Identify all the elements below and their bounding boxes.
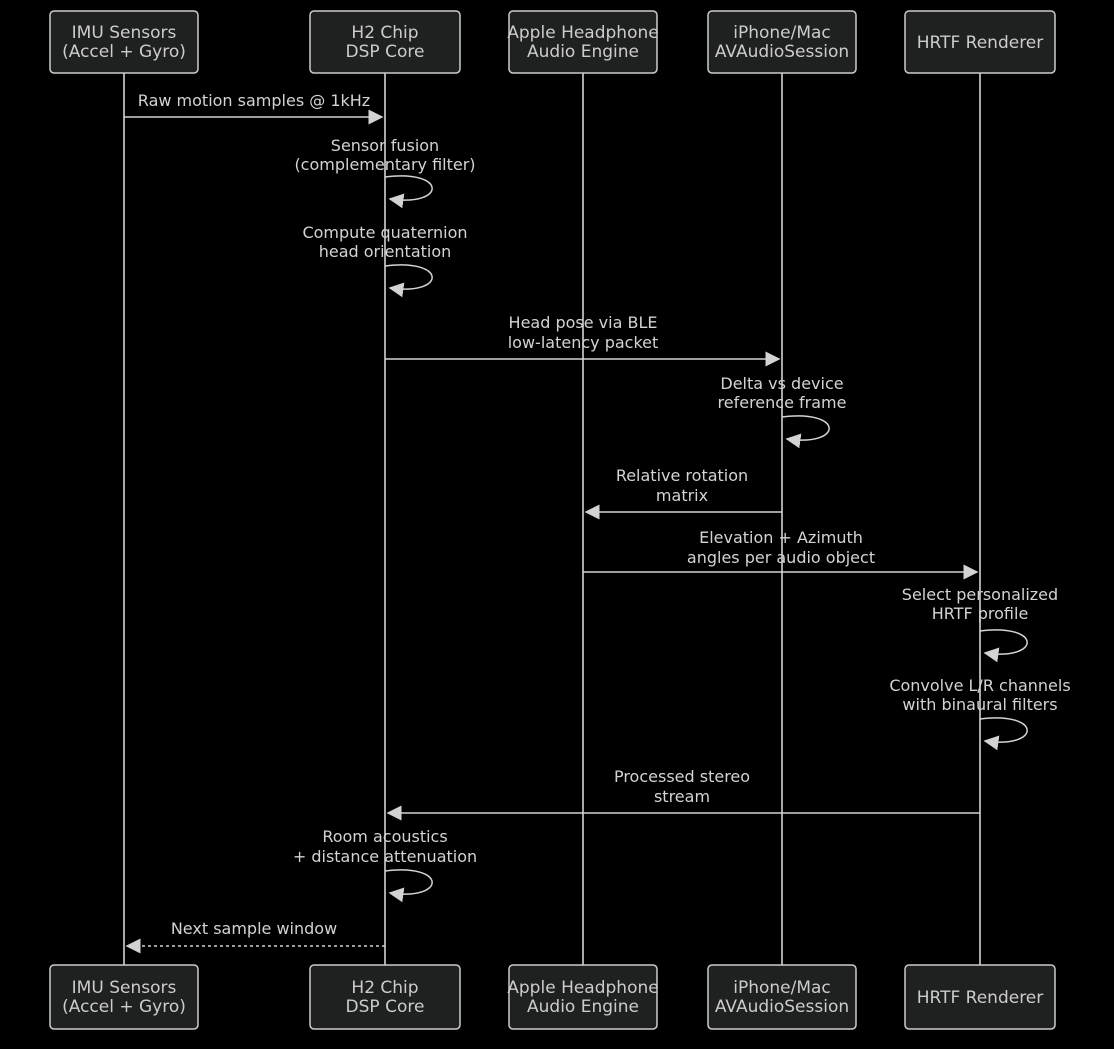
msg-head-pose-ble: Head pose via BLE low-latency packet bbox=[385, 313, 781, 367]
self-msg-sensor-fusion: Sensor fusion (complementary filter) bbox=[294, 136, 476, 209]
message-label: Delta vs device bbox=[720, 374, 843, 393]
actor-label: IMU Sensors bbox=[72, 23, 177, 43]
msg-raw-motion-samples: Raw motion samples @ 1kHz bbox=[124, 91, 384, 125]
actor-top-engine: Apple Headphone Audio Engine bbox=[507, 10, 659, 74]
message-label: (complementary filter) bbox=[294, 155, 475, 174]
msg-elevation-azimuth: Elevation + Azimuth angles per audio obj… bbox=[583, 528, 979, 580]
actor-label: Audio Engine bbox=[527, 997, 639, 1017]
actor-bottom-h2: H2 Chip DSP Core bbox=[309, 964, 461, 1030]
message-label: reference frame bbox=[718, 393, 847, 412]
actor-box bbox=[707, 964, 857, 1030]
actor-label: DSP Core bbox=[346, 42, 425, 62]
message-label: Head pose via BLE bbox=[509, 313, 658, 332]
actor-box bbox=[508, 10, 658, 74]
message-label: Next sample window bbox=[171, 919, 337, 938]
message-label: stream bbox=[654, 787, 710, 806]
self-loop-arrow bbox=[979, 629, 1028, 663]
message-label: Relative rotation bbox=[616, 466, 748, 485]
message-label: angles per audio object bbox=[687, 548, 875, 567]
message-label: + distance attenuation bbox=[293, 847, 477, 866]
message-label: Processed stereo bbox=[614, 767, 750, 786]
actor-label: iPhone/Mac bbox=[733, 23, 831, 43]
actor-box bbox=[707, 10, 857, 74]
actor-label: H2 Chip bbox=[351, 978, 418, 998]
message-label: Select personalized bbox=[902, 585, 1058, 604]
actor-label: iPhone/Mac bbox=[733, 978, 831, 998]
self-loop-arrow bbox=[384, 175, 433, 209]
actor-box bbox=[508, 964, 658, 1030]
actor-box bbox=[49, 964, 199, 1030]
actor-label: Apple Headphone bbox=[507, 23, 658, 43]
actor-label: (Accel + Gyro) bbox=[62, 42, 186, 62]
message-label: Room acoustics bbox=[322, 827, 447, 846]
self-loop-arrow bbox=[384, 869, 433, 903]
message-label: Elevation + Azimuth bbox=[699, 528, 863, 547]
self-msg-delta-reference-frame: Delta vs device reference frame bbox=[718, 374, 847, 449]
actor-label: AVAudioSession bbox=[715, 42, 849, 62]
self-msg-compute-quaternion: Compute quaternion head orientation bbox=[302, 223, 468, 298]
actor-bottom-hrtf: HRTF Renderer bbox=[904, 964, 1056, 1030]
actor-top-avsession: iPhone/Mac AVAudioSession bbox=[707, 10, 857, 74]
actor-box bbox=[309, 10, 461, 74]
message-label: Convolve L/R channels bbox=[889, 676, 1070, 695]
message-label: matrix bbox=[656, 486, 708, 505]
msg-processed-stereo-stream: Processed stereo stream bbox=[386, 767, 980, 821]
self-msg-convolve-channels: Convolve L/R channels with binaural filt… bbox=[889, 676, 1071, 751]
actor-label: Audio Engine bbox=[527, 42, 639, 62]
self-loop-arrow bbox=[781, 415, 830, 449]
msg-next-sample-window: Next sample window bbox=[125, 919, 385, 954]
actor-bottom-engine: Apple Headphone Audio Engine bbox=[507, 964, 659, 1030]
actor-box bbox=[49, 10, 199, 74]
self-msg-room-acoustics: Room acoustics + distance attenuation bbox=[293, 827, 477, 903]
message-label: Raw motion samples @ 1kHz bbox=[138, 91, 370, 110]
actor-box bbox=[904, 964, 1056, 1030]
message-label: low-latency packet bbox=[508, 333, 659, 352]
self-loop-arrow bbox=[979, 717, 1028, 751]
actor-bottom-avsession: iPhone/Mac AVAudioSession bbox=[707, 964, 857, 1030]
self-loop-arrow bbox=[384, 264, 433, 298]
message-label: head orientation bbox=[319, 242, 452, 261]
message-label: Compute quaternion bbox=[302, 223, 467, 242]
actor-box bbox=[904, 10, 1056, 74]
actor-top-imu: IMU Sensors (Accel + Gyro) bbox=[49, 10, 199, 74]
actor-bottom-imu: IMU Sensors (Accel + Gyro) bbox=[49, 964, 199, 1030]
self-msg-select-hrtf-profile: Select personalized HRTF profile bbox=[902, 585, 1058, 663]
actor-label: IMU Sensors bbox=[72, 978, 177, 998]
actor-top-hrtf: HRTF Renderer bbox=[904, 10, 1056, 74]
actor-label: HRTF Renderer bbox=[917, 988, 1044, 1008]
actor-top-h2: H2 Chip DSP Core bbox=[309, 10, 461, 74]
actor-label: DSP Core bbox=[346, 997, 425, 1017]
actor-box bbox=[309, 964, 461, 1030]
message-label: HRTF profile bbox=[932, 604, 1029, 623]
actor-label: AVAudioSession bbox=[715, 997, 849, 1017]
actor-label: (Accel + Gyro) bbox=[62, 997, 186, 1017]
msg-relative-rotation-matrix: Relative rotation matrix bbox=[584, 466, 782, 520]
actor-label: Apple Headphone bbox=[507, 978, 658, 998]
message-label: Sensor fusion bbox=[331, 136, 439, 155]
message-label: with binaural filters bbox=[902, 695, 1057, 714]
actor-label: HRTF Renderer bbox=[917, 33, 1044, 53]
actor-label: H2 Chip bbox=[351, 23, 418, 43]
